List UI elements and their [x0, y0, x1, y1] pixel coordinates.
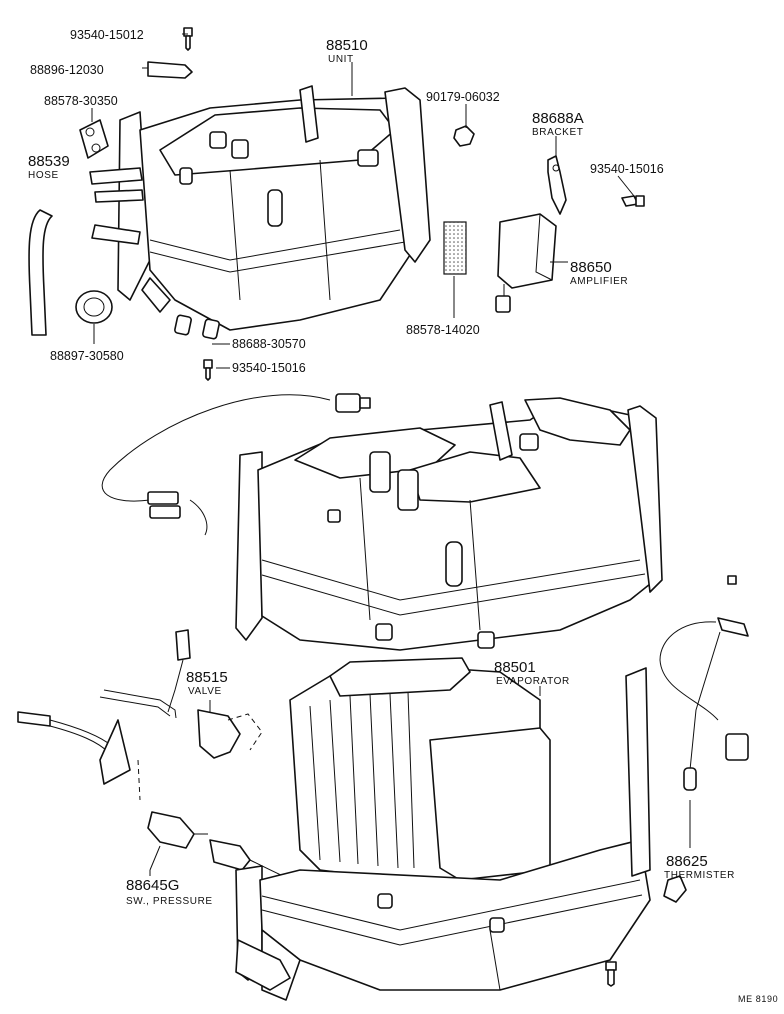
evaporator-88501-drawing	[209, 657, 551, 909]
upper-case-drawing	[101, 393, 663, 651]
lower-case-drawing	[235, 839, 651, 1001]
label-88578-30350: 88578-30350	[44, 94, 118, 108]
label-88539-name: HOSE	[28, 170, 59, 181]
label-88501: 88501	[494, 659, 536, 676]
upper-cooling-unit-drawing	[89, 85, 431, 331]
pressure-switch-88645g-drawing	[147, 811, 208, 871]
screw-93540-15016-b-drawing	[203, 359, 213, 381]
foam-strip-drawing	[625, 667, 651, 877]
label-93540-15016-b: 93540-15016	[232, 361, 306, 375]
connector-88688-30570-drawing	[174, 314, 220, 340]
thermister-88625-drawing	[659, 575, 749, 791]
label-88515: 88515	[186, 669, 228, 686]
label-88578-14020: 88578-14020	[406, 323, 480, 337]
label-88510: 88510	[326, 37, 368, 54]
label-88539: 88539	[28, 153, 70, 170]
label-88510-name: UNIT	[328, 54, 354, 65]
part-88896-drawing	[147, 61, 193, 79]
screw-93540-15016-a-drawing	[621, 195, 645, 207]
label-88897-30580: 88897-30580	[50, 349, 124, 363]
label-88896-12030: 88896-12030	[30, 63, 104, 77]
label-88625-name-visible: THERMISTER	[664, 870, 735, 881]
label-88645G-name: SW., PRESSURE	[126, 896, 213, 907]
pad-88578-14020-drawing	[443, 221, 467, 275]
label-88625: 88625	[666, 853, 708, 870]
label-88650-name: AMPLIFIER	[570, 276, 628, 287]
hose-88539-drawing	[28, 209, 53, 336]
bracket-88688a-drawing	[547, 155, 567, 215]
label-88645G: 88645G	[126, 877, 179, 894]
label-93540-15012: 93540-15012	[70, 28, 144, 42]
label-90179-06032: 90179-06032	[426, 90, 500, 104]
leader-lines	[91, 33, 691, 876]
seal-88578-30350-drawing	[79, 119, 109, 159]
label-88688A-name: BRACKET	[532, 127, 583, 138]
grommet-88897-drawing	[75, 290, 113, 324]
label-88688A: 88688A	[532, 110, 584, 127]
label-88501-name: EVAPORATOR	[496, 676, 570, 687]
clip-drawing	[663, 875, 687, 903]
label-88515-name: VALVE	[188, 686, 222, 697]
footer-code: ME 8190	[738, 994, 778, 1004]
pipe-assembly-drawing	[17, 689, 177, 801]
amplifier-88650-drawing	[495, 213, 557, 313]
valve-88515-drawing	[167, 629, 263, 759]
screw-93540-15012-drawing	[183, 27, 193, 51]
screw-bottom-drawing	[605, 961, 617, 987]
label-93540-15016-a: 93540-15016	[590, 162, 664, 176]
nut-90179-drawing	[453, 125, 475, 147]
label-88688-30570: 88688-30570	[232, 337, 306, 351]
label-88650: 88650	[570, 259, 612, 276]
